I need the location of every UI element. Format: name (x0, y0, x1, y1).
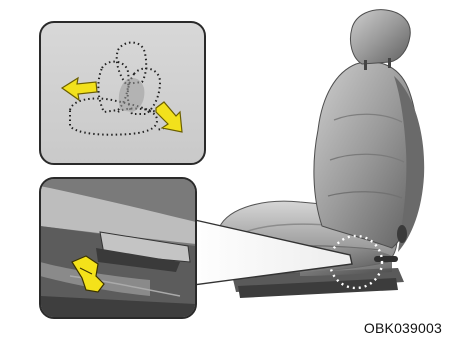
figure-code: OBK039003 (364, 320, 442, 336)
inset-top (40, 22, 205, 164)
inset-bottom (40, 178, 200, 320)
